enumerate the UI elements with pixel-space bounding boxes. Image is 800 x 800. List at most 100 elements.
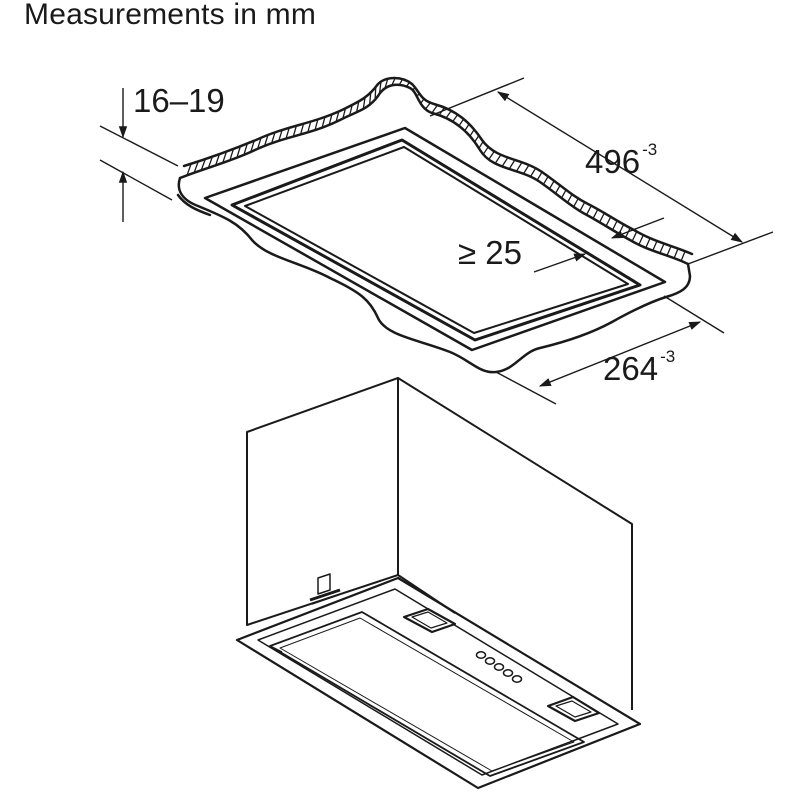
edge-hatch-tick	[474, 135, 480, 143]
edge-hatch-tick	[299, 123, 305, 135]
edge-hatch-tick	[488, 150, 495, 160]
edge-hatch-tick	[464, 123, 470, 132]
edge-hatch-tick	[579, 201, 586, 212]
thickness-label: 16–19	[133, 82, 225, 119]
min-margin-label: ≥ 25	[458, 234, 522, 271]
edge-hatch-tick	[250, 140, 255, 153]
control-button-2	[484, 657, 496, 665]
edge-hatch-tick	[420, 98, 425, 104]
edge-hatch-tick	[342, 108, 347, 119]
ceiling-panel	[176, 76, 694, 374]
thickness-ext-bottom	[99, 159, 173, 201]
edge-hatch-tick	[292, 125, 298, 137]
housing-front-face	[246, 377, 399, 626]
width-ext-left	[429, 77, 525, 117]
edge-hatch-tick	[378, 81, 382, 94]
edge-hatch-tick	[368, 92, 372, 105]
edge-hatch-tick	[482, 146, 489, 155]
edge-hatch-tick	[200, 158, 206, 171]
depth-tolerance: -3	[660, 347, 676, 366]
edge-hatch-tick	[585, 205, 592, 216]
edge-hatch-tick	[592, 208, 599, 219]
edge-hatch-tick	[222, 151, 228, 164]
edge-hatch-tick	[257, 137, 262, 149]
edge-hatch-tick	[566, 193, 573, 203]
margin-leader-bottom	[533, 253, 587, 273]
edge-hatch-tick	[271, 132, 276, 144]
filter-panel	[269, 611, 585, 777]
control-button-1	[475, 651, 487, 659]
edge-hatch-tick	[548, 180, 555, 190]
edge-hatch-tick	[536, 171, 543, 181]
edge-hatch-tick	[599, 212, 605, 223]
edge-hatch-tick	[321, 116, 326, 128]
edge-hatch-tick	[469, 129, 475, 137]
edge-hatch-tick	[412, 86, 416, 91]
width-value: 496	[585, 143, 641, 180]
edge-hatch-tick	[406, 81, 410, 87]
width-tolerance: -3	[642, 140, 658, 159]
cutout-opening	[230, 138, 642, 342]
width-label: 496-3	[585, 141, 657, 180]
edge-hatch-tick	[666, 245, 672, 256]
edge-hatch-tick	[236, 146, 242, 158]
edge-hatch-tick	[618, 224, 625, 235]
edge-hatch-tick	[554, 185, 561, 194]
edge-hatch-tick	[611, 220, 618, 231]
trim-frame-outer	[235, 576, 642, 790]
edge-hatch-tick	[445, 110, 452, 119]
cutout-inner-line	[244, 146, 629, 334]
edge-hatch-tick	[452, 114, 459, 122]
depth-dim-line	[538, 321, 702, 387]
edge-hatch-tick	[659, 243, 665, 254]
mounting-bracket	[309, 573, 341, 605]
edge-hatch-tick	[501, 157, 509, 167]
edge-hatch-tick	[328, 114, 333, 126]
edge-hatch-tick	[652, 240, 658, 251]
edge-hatch-tick	[431, 104, 439, 114]
edge-hatch-tick	[362, 97, 366, 110]
edge-hatch-tick	[384, 78, 389, 89]
edge-hatch-tick	[673, 248, 679, 259]
filter-panel-inner	[279, 617, 575, 772]
panel-thickness-left	[176, 193, 212, 217]
depth-ext-back	[663, 295, 725, 334]
edge-hatch-tick	[314, 119, 319, 131]
edge-hatch-tick	[243, 143, 248, 156]
control-button-3	[493, 663, 505, 671]
edge-hatch-tick	[515, 162, 523, 172]
light-left-inner	[411, 611, 448, 629]
edge-hatch-tick	[458, 118, 465, 127]
hood-unit	[235, 377, 642, 790]
edge-hatch-tick	[349, 104, 353, 116]
cutout-rim	[203, 126, 667, 352]
thickness-ext-top	[99, 125, 179, 167]
edge-hatch-tick	[186, 163, 192, 176]
edge-hatch-tick	[285, 127, 290, 139]
filter-edge	[269, 645, 283, 653]
width-ext-right	[687, 231, 774, 265]
edge-hatch-tick	[193, 161, 199, 173]
depth-ext-front	[495, 371, 557, 405]
control-buttons	[475, 651, 523, 683]
edge-hatch-tick	[355, 101, 360, 113]
control-button-5	[511, 675, 523, 683]
edge-hatch-tick	[508, 159, 516, 170]
depth-label: 264-3	[603, 348, 675, 385]
edge-hatch-tick	[374, 86, 377, 100]
light-right-inner	[555, 700, 592, 718]
edge-hatch-tick	[638, 234, 644, 246]
edge-hatch-tick	[263, 134, 269, 147]
edge-hatch-tick	[278, 129, 283, 142]
edge-hatch-tick	[631, 231, 638, 242]
edge-hatch-tick	[391, 77, 396, 86]
edge-hatch-tick	[398, 78, 404, 86]
page-title: Measurements in mm	[24, 0, 317, 31]
edge-hatch-tick	[680, 250, 686, 262]
edge-hatch-tick	[573, 198, 579, 208]
dimension-lines	[99, 77, 774, 405]
edge-hatch-tick	[605, 216, 612, 227]
edge-hatch-tick	[214, 154, 221, 166]
